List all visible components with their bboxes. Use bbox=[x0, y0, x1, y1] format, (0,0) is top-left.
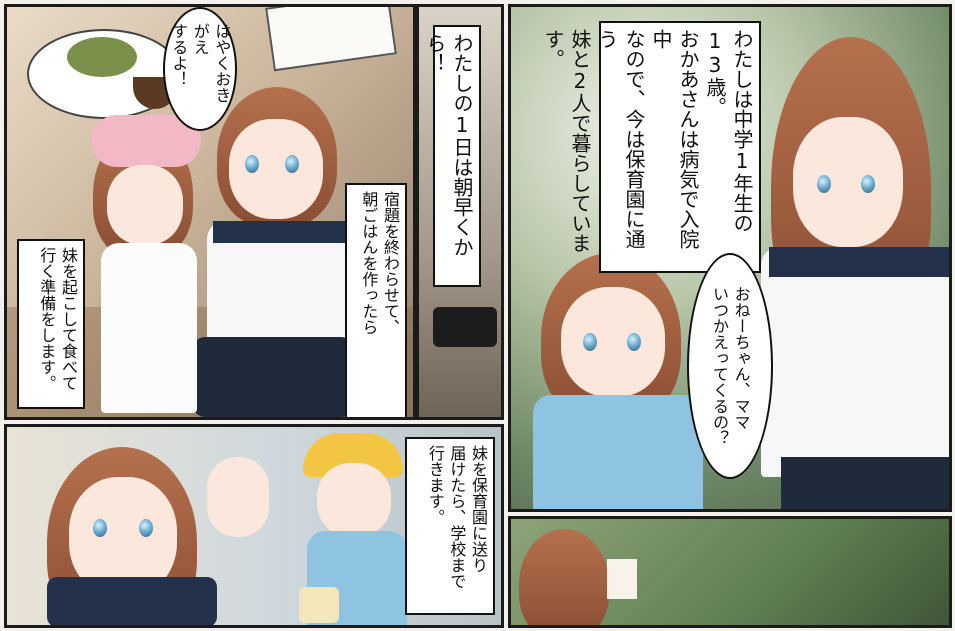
caption-line: 宿題を終わらせて、 bbox=[381, 191, 400, 335]
caption-drop-off: 妹を保育園に送り 届けたら、学校まで 行きます。 bbox=[405, 437, 495, 615]
caption-homework: 宿題を終わらせて、 朝ごはんを作ったら bbox=[345, 183, 407, 417]
homework-paper bbox=[265, 7, 397, 72]
caption-line: おかあさんは病気で入院中 bbox=[649, 29, 700, 249]
speech-line: するよ！ bbox=[169, 23, 189, 87]
caption-line: 行きます。 bbox=[425, 445, 445, 525]
uniform-collar bbox=[47, 577, 217, 625]
shoulder-bag bbox=[299, 587, 339, 623]
uniform-collar bbox=[213, 221, 373, 243]
character-hair bbox=[519, 529, 609, 625]
panel-wake-up: はやくおきがえ するよ！ 妹を起こして食べて 行く準備をします。 宿題を終わらせ… bbox=[4, 4, 416, 420]
eye-icon bbox=[583, 333, 597, 351]
speech-line: おねーちゃん、ママ bbox=[731, 286, 751, 430]
older-sister-face bbox=[229, 119, 323, 219]
younger-sister-face bbox=[561, 287, 665, 397]
sailor-uniform bbox=[761, 247, 949, 477]
caption-line: 妹と2人で暮らしています。 bbox=[541, 29, 592, 253]
panel-title-strip: わたしの1日は朝早くから！ bbox=[416, 4, 504, 420]
caption-line: 妹を保育園に送り bbox=[469, 445, 488, 573]
rice-bowl bbox=[67, 37, 137, 77]
panel-drop-off: 妹を保育園に送り 届けたら、学校まで 行きます。 bbox=[4, 424, 504, 628]
caption-title: わたしの1日は朝早くから！ bbox=[423, 25, 481, 287]
nightdress bbox=[101, 243, 197, 413]
caption-wake-sister: 妹を起こして食べて 行く準備をします。 bbox=[17, 239, 85, 409]
eye-icon bbox=[285, 155, 299, 173]
waving-hand bbox=[207, 457, 269, 537]
younger-sister-face bbox=[317, 463, 391, 537]
caption-line: 行く準備をします。 bbox=[37, 247, 57, 391]
panel-partial bbox=[508, 516, 952, 628]
younger-sister-face bbox=[107, 165, 183, 245]
uniform-skirt bbox=[193, 337, 353, 417]
uniform-skirt bbox=[781, 457, 949, 509]
older-sister-face bbox=[793, 117, 903, 247]
caption-line: 妹を起こして食べて bbox=[59, 247, 78, 391]
caption-introduction: わたしは中学1年生の13歳。 おかあさんは病気で入院中 なので、今は保育園に通う… bbox=[541, 21, 761, 273]
digital-clock bbox=[433, 307, 497, 347]
note-card bbox=[607, 559, 637, 599]
caption-line: なので、今は保育園に通う bbox=[595, 29, 646, 249]
speech-bubble-hurry: はやくおきがえ するよ！ bbox=[163, 7, 237, 131]
eye-icon bbox=[627, 333, 641, 351]
eye-icon bbox=[139, 519, 153, 537]
speech-bubble-when-mama: おねーちゃん、ママ いつかえってくるの？ bbox=[687, 253, 773, 479]
eye-icon bbox=[861, 175, 875, 193]
uniform-collar bbox=[769, 247, 949, 277]
caption-line: わたしは中学1年生の13歳。 bbox=[703, 29, 754, 233]
eye-icon bbox=[245, 155, 259, 173]
caption-line: わたしの1日は朝早くから！ bbox=[423, 33, 474, 257]
caption-line: 届けたら、学校まで bbox=[447, 445, 467, 589]
eye-icon bbox=[93, 519, 107, 537]
speech-line: いつかえってくるの？ bbox=[710, 286, 729, 446]
panel-introduction: わたしは中学1年生の13歳。 おかあさんは病気で入院中 なので、今は保育園に通う… bbox=[508, 4, 952, 512]
caption-line: 朝ごはんを作ったら bbox=[359, 191, 379, 335]
eye-icon bbox=[817, 175, 831, 193]
speech-line: はやくおきがえ bbox=[190, 23, 232, 103]
kindergarten-smock bbox=[533, 395, 703, 509]
